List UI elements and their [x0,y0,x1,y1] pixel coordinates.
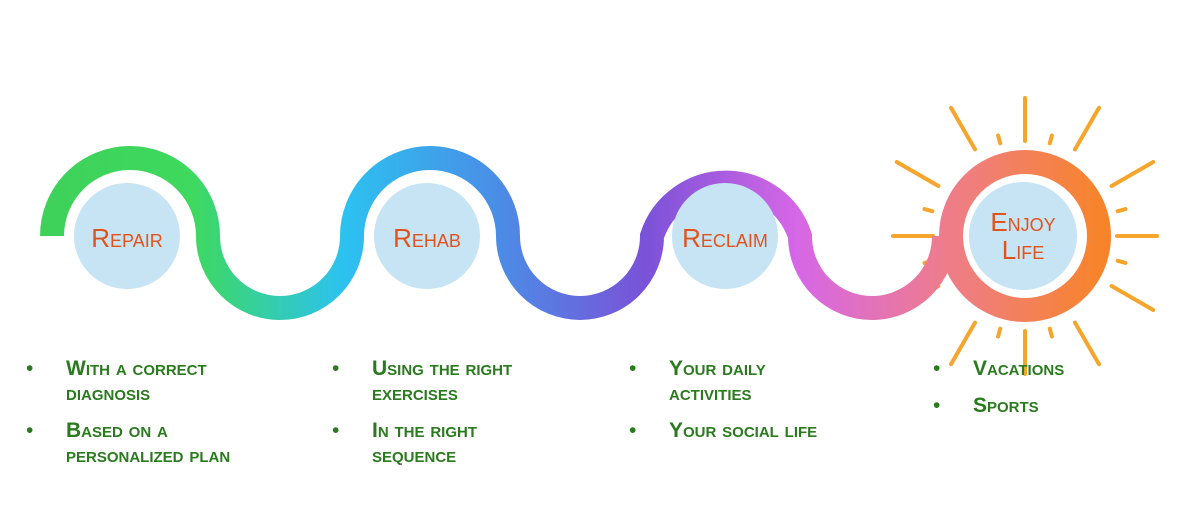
list-item: Your daily activities [629,356,829,406]
enjoy-life-circle [969,182,1077,290]
stage-title-rehab: Rehab [393,223,461,253]
stage-title-enjoy-line-1: Enjoy [990,207,1056,237]
list-item: Sports [933,393,1153,418]
stage-title-enjoy-life: Enjoy Life [990,208,1055,264]
sun-ray [1047,133,1054,146]
stage-title-reclaim: Reclaim [682,223,768,253]
enjoy-life-ring [939,150,1111,322]
rehab-circle [374,183,480,289]
list-item: Your social life [629,418,829,443]
enjoy-life-bullets: Vacations Sports [933,356,1153,430]
repair-circle [74,183,180,289]
reclaim-bullets: Your daily activities Your social life [629,356,829,455]
list-item: Using the right exercises [332,356,522,406]
sun-ray [1115,207,1128,214]
rehab-bullets: Using the right exercises In the right s… [332,356,522,480]
reclaim-circle [672,183,778,289]
sun-ray [894,160,941,188]
sun-ray [949,105,977,152]
repair-bullets: With a correct diagnosis Based on a pers… [26,356,256,480]
sun-ray [922,207,935,214]
journey-wave [40,146,956,320]
sun-ray [1109,284,1156,312]
sun-ray [1047,326,1054,339]
sun-ray [1073,105,1101,152]
sun-ray [1109,160,1156,188]
list-item: In the right sequence [332,418,522,468]
stage-title-repair: Repair [91,223,163,253]
list-item: Vacations [933,356,1153,381]
list-item: With a correct diagnosis [26,356,256,406]
list-item: Based on a personalized plan [26,418,256,468]
stage-title-enjoy-line-2: Life [1001,235,1045,265]
sun-ray [996,326,1003,339]
sun-ray [996,133,1003,146]
sun-ray [1115,258,1128,265]
